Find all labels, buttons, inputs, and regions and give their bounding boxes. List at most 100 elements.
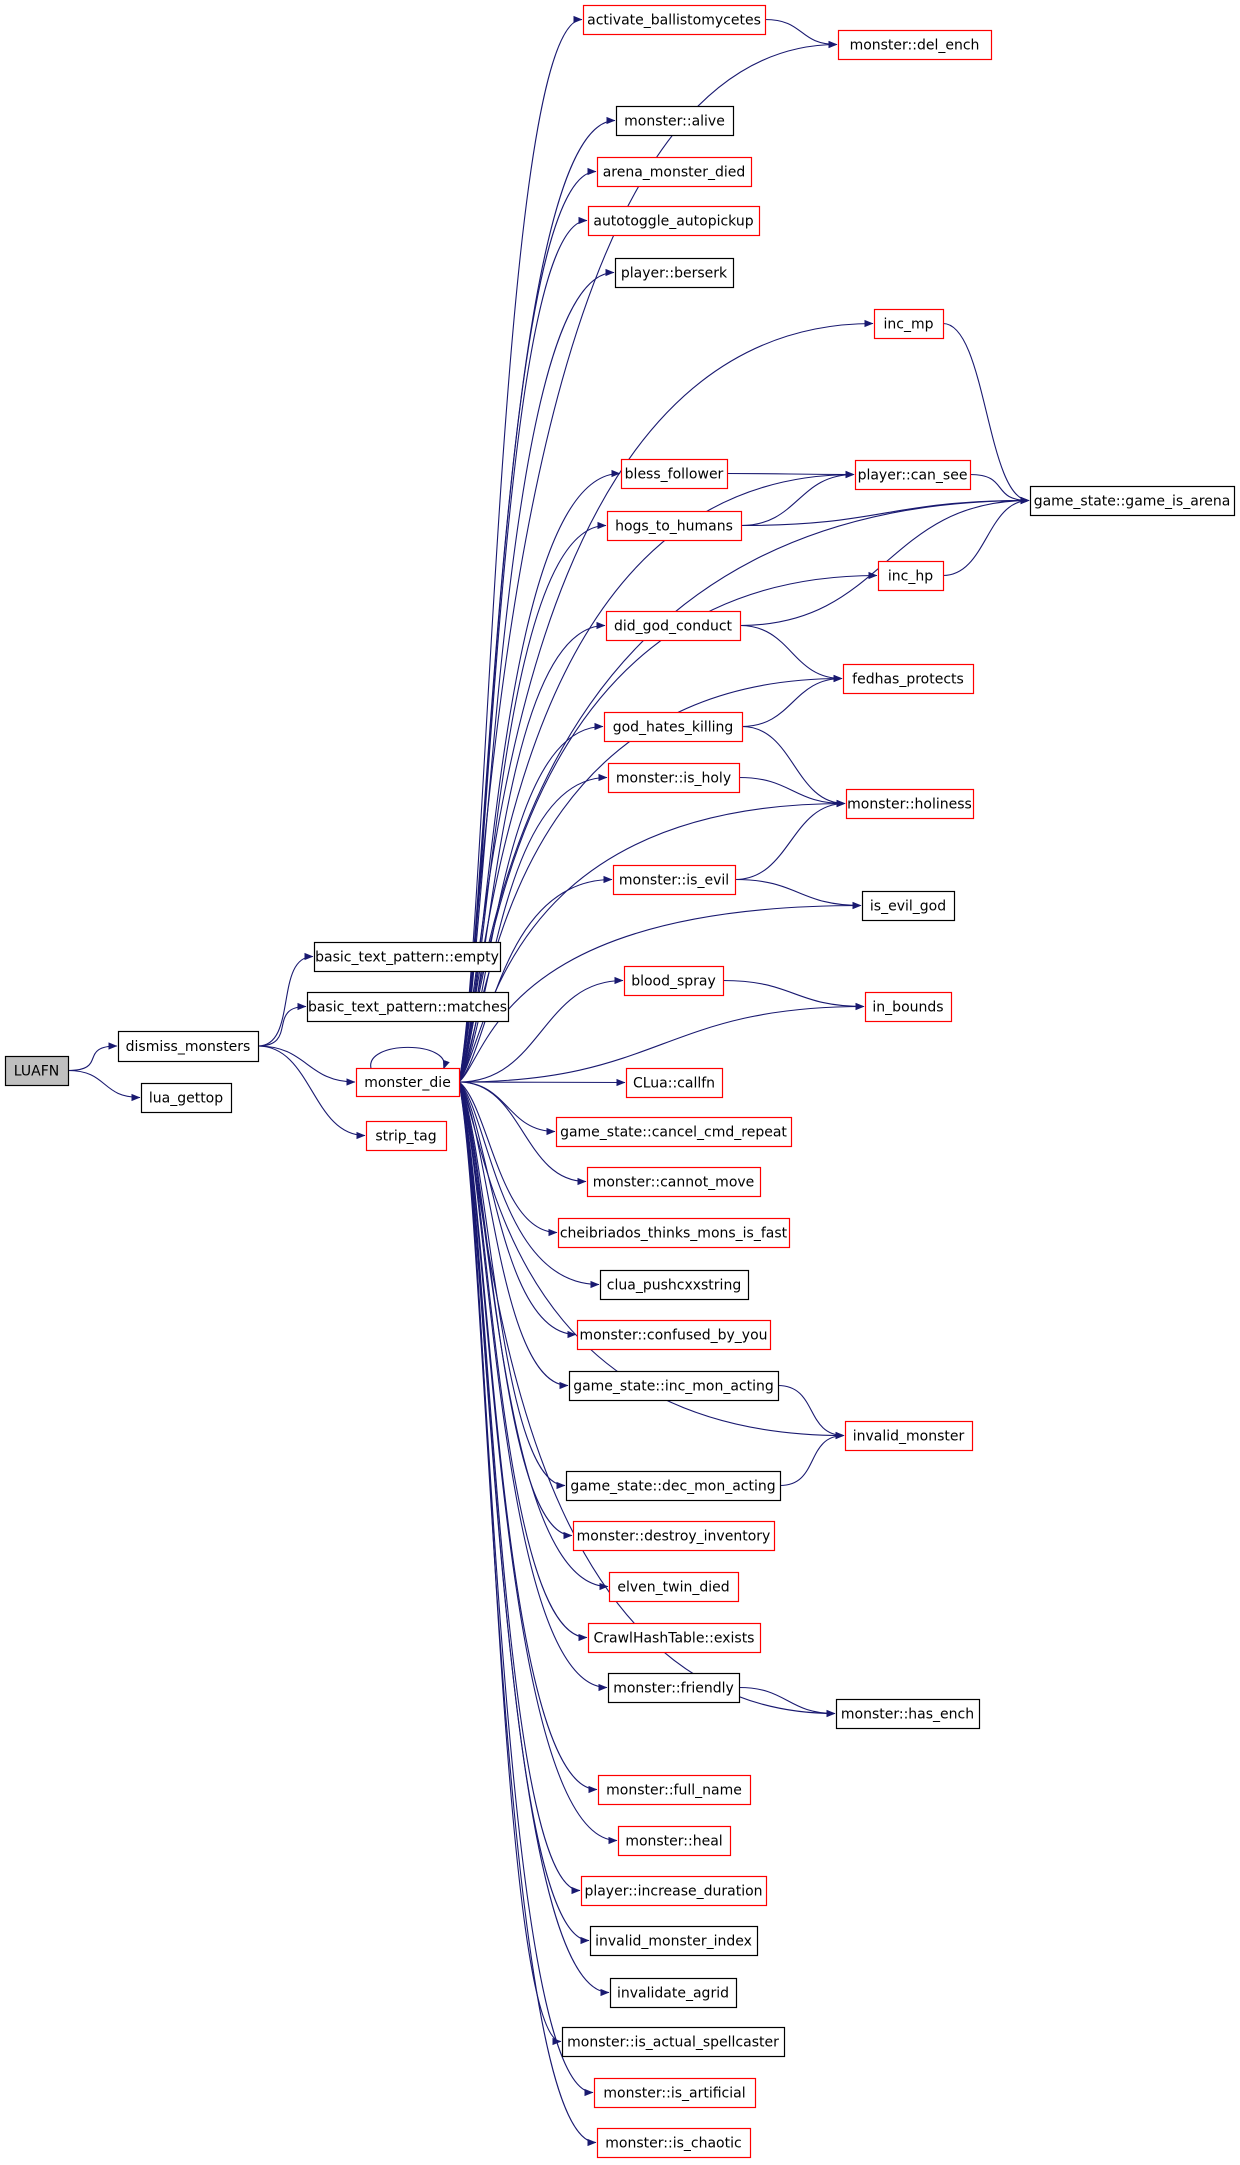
edge-did-god-conduct-to-fedhas-protects: [739, 624, 843, 683]
node-label: god_hates_killing: [613, 720, 734, 736]
node-elven-twin-died[interactable]: elven_twin_died: [608, 1571, 740, 1603]
node-arena-monster-died[interactable]: arena_monster_died: [596, 156, 753, 188]
node-god-hates-killing[interactable]: god_hates_killing: [603, 711, 744, 743]
edge-inc-mon-acting-to-invalid-monster: [777, 1384, 845, 1440]
node-box: [555, 1116, 793, 1148]
node-strip-tag[interactable]: strip_tag: [365, 1120, 448, 1152]
node-exists[interactable]: CrawlHashTable::exists: [587, 1622, 762, 1654]
node-has-ench[interactable]: monster::has_ench: [835, 1698, 981, 1730]
node-cannot-move[interactable]: monster::cannot_move: [586, 1166, 762, 1198]
node-label: in_bounds: [872, 1000, 943, 1016]
node-activate-ballistomycetes[interactable]: activate_ballistomycetes: [582, 4, 767, 36]
node-btp-matches[interactable]: basic_text_pattern::matches: [306, 991, 510, 1023]
node-autotoggle-autopickup[interactable]: autotoggle_autopickup: [587, 205, 761, 237]
node-label: CLua::callfn: [633, 1076, 715, 1092]
edge-monster-die-to-elven-twin-died: [458, 1081, 609, 1591]
node-del-ench[interactable]: monster::del_ench: [837, 29, 993, 61]
node-holiness[interactable]: monster::holiness: [845, 788, 975, 820]
node-box: [586, 1166, 762, 1198]
node-label: game_state::cancel_cmd_repeat: [560, 1125, 787, 1141]
node-label: LUAFN: [14, 1064, 59, 1080]
node-full-name[interactable]: monster::full_name: [597, 1774, 752, 1806]
node-label: monster::del_ench: [850, 38, 980, 54]
node-box: [576, 1319, 772, 1351]
node-box: [589, 1925, 759, 1957]
node-label: basic_text_pattern::empty: [315, 950, 499, 966]
edge-monster-die-to-cheibriados: [458, 1081, 558, 1237]
node-label: invalidate_agrid: [617, 1986, 729, 2002]
node-label: monster::holiness: [847, 797, 972, 813]
node-label: monster::confused_by_you: [579, 1328, 767, 1344]
node-inc-hp[interactable]: inc_hp: [877, 560, 945, 592]
node-label: monster::cannot_move: [593, 1175, 755, 1191]
node-label: cheibriados_thinks_mons_is_fast: [560, 1226, 788, 1242]
node-label: dismiss_monsters: [126, 1039, 251, 1055]
node-increase-duration[interactable]: player::increase_duration: [580, 1875, 768, 1907]
node-friendly[interactable]: monster::friendly: [607, 1672, 741, 1704]
node-invalid-monster-index[interactable]: invalid_monster_index: [589, 1925, 759, 1957]
node-callfn[interactable]: CLua::callfn: [625, 1067, 724, 1099]
edge-monster-die-to-is-chaotic: [458, 1081, 597, 2147]
node-destroy-inventory[interactable]: monster::destroy_inventory: [572, 1520, 776, 1552]
edge-hogs-to-humans-to-game-is-arena: [740, 496, 1030, 527]
edge-hogs-to-humans-to-can-see: [740, 470, 855, 527]
node-blood-spray[interactable]: blood_spray: [623, 965, 725, 997]
node-dec-mon-acting[interactable]: game_state::dec_mon_acting: [565, 1470, 782, 1502]
edge-dismiss-monsters-to-strip-tag: [257, 1045, 366, 1140]
node-confused-by-you[interactable]: monster::confused_by_you: [576, 1319, 772, 1351]
node-did-god-conduct[interactable]: did_god_conduct: [605, 610, 742, 642]
edge-monster-die-to-monster-die: [370, 1046, 450, 1071]
edge-inc-mp-to-game-is-arena: [942, 322, 1030, 505]
node-dismiss-monsters[interactable]: dismiss_monsters: [117, 1030, 260, 1063]
node-label: monster::is_evil: [619, 873, 729, 889]
edge-monster-die-to-invalid-monster: [458, 1081, 845, 1440]
node-heal[interactable]: monster::heal: [617, 1825, 732, 1857]
node-clua-pushcxxstring[interactable]: clua_pushcxxstring: [599, 1269, 750, 1301]
edge-monster-die-to-in-bounds: [458, 1002, 865, 1083]
node-box: [561, 2026, 786, 2058]
edge-dismiss-monsters-to-btp-matches: [257, 1002, 307, 1047]
node-game-is-arena[interactable]: game_state::game_is_arena: [1029, 485, 1236, 517]
node-invalid-monster[interactable]: invalid_monster: [844, 1420, 974, 1452]
node-box: [837, 29, 993, 61]
node-can-see[interactable]: player::can_see: [854, 459, 972, 491]
node-box: [572, 1520, 776, 1552]
node-is-artificial[interactable]: monster::is_artificial: [593, 2077, 757, 2109]
node-box: [605, 610, 742, 642]
node-is-evil[interactable]: monster::is_evil: [612, 864, 737, 896]
node-is-evil-god[interactable]: is_evil_god: [861, 890, 956, 922]
node-is-chaotic[interactable]: monster::is_chaotic: [596, 2127, 752, 2159]
node-invalidate-agrid[interactable]: invalidate_agrid: [609, 1977, 738, 2009]
node-luafn[interactable]: LUAFN: [4, 1055, 70, 1087]
node-box: [557, 1217, 791, 1249]
node-label: activate_ballistomycetes: [587, 13, 761, 29]
node-fedhas-protects[interactable]: fedhas_protects: [842, 663, 975, 695]
node-label: hogs_to_humans: [615, 519, 733, 535]
node-cancel-cmd-repeat[interactable]: game_state::cancel_cmd_repeat: [555, 1116, 793, 1148]
node-in-bounds[interactable]: in_bounds: [864, 991, 953, 1023]
node-bless-follower[interactable]: bless_follower: [620, 458, 729, 490]
node-layer: LUAFN dismiss_monsters lua_gettop basic_tex…: [4, 4, 1236, 2159]
edge-luafn-to-dismiss-monsters: [67, 1042, 118, 1072]
edge-monster-die-to-dec-mon-acting: [458, 1081, 566, 1490]
edge-monster-die-to-callfn: [458, 1078, 626, 1087]
node-box: [596, 2127, 752, 2159]
node-inc-mon-acting[interactable]: game_state::inc_mon_acting: [568, 1370, 780, 1402]
node-box: [625, 1067, 724, 1099]
node-box: [844, 1420, 974, 1452]
node-lua-gettop[interactable]: lua_gettop: [140, 1082, 233, 1114]
node-alive[interactable]: monster::alive: [615, 105, 735, 137]
node-is-actual-spellcaster[interactable]: monster::is_actual_spellcaster: [561, 2026, 786, 2058]
node-box: [612, 864, 737, 896]
node-inc-mp[interactable]: inc_mp: [873, 308, 945, 340]
node-label: monster::is_actual_spellcaster: [567, 2035, 779, 2051]
node-is-holy[interactable]: monster::is_holy: [607, 762, 741, 794]
node-label: lua_gettop: [149, 1091, 223, 1107]
node-cheibriados[interactable]: cheibriados_thinks_mons_is_fast: [557, 1217, 791, 1249]
node-berserk[interactable]: player::berserk: [614, 257, 735, 289]
node-hogs-to-humans[interactable]: hogs_to_humans: [606, 510, 743, 542]
node-label: monster::friendly: [613, 1681, 734, 1697]
node-btp-empty[interactable]: basic_text_pattern::empty: [313, 941, 502, 973]
node-monster-die[interactable]: monster_die: [355, 1067, 461, 1098]
